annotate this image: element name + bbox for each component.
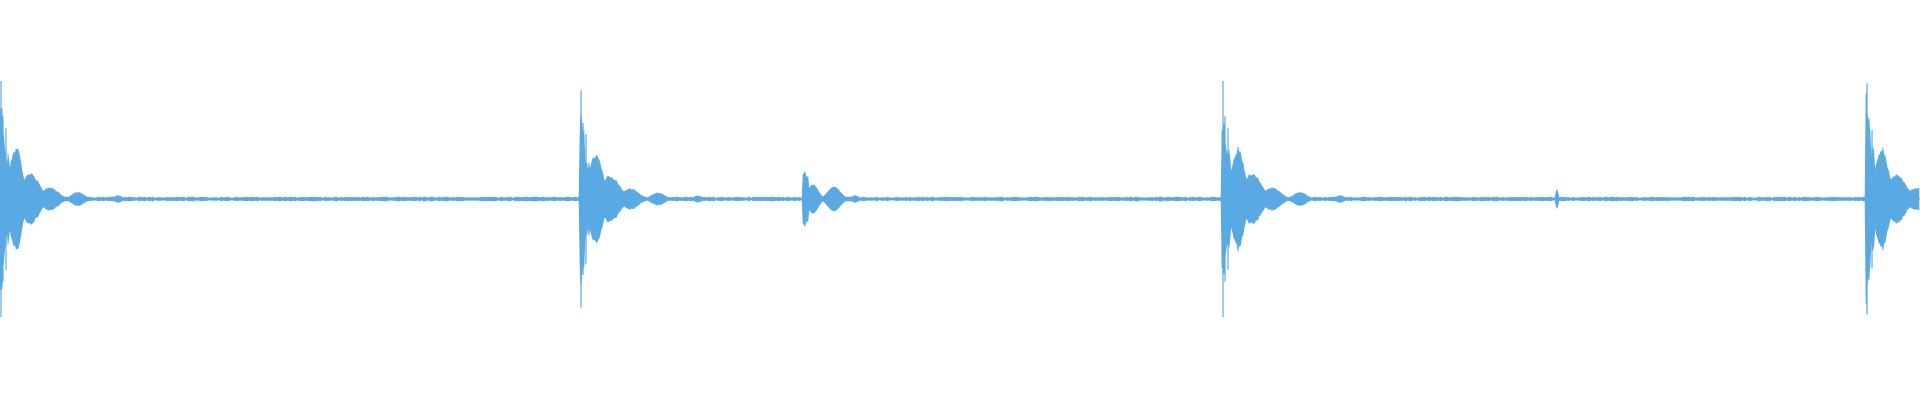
waveform-trace — [0, 81, 1920, 317]
waveform-envelope — [0, 93, 1920, 305]
